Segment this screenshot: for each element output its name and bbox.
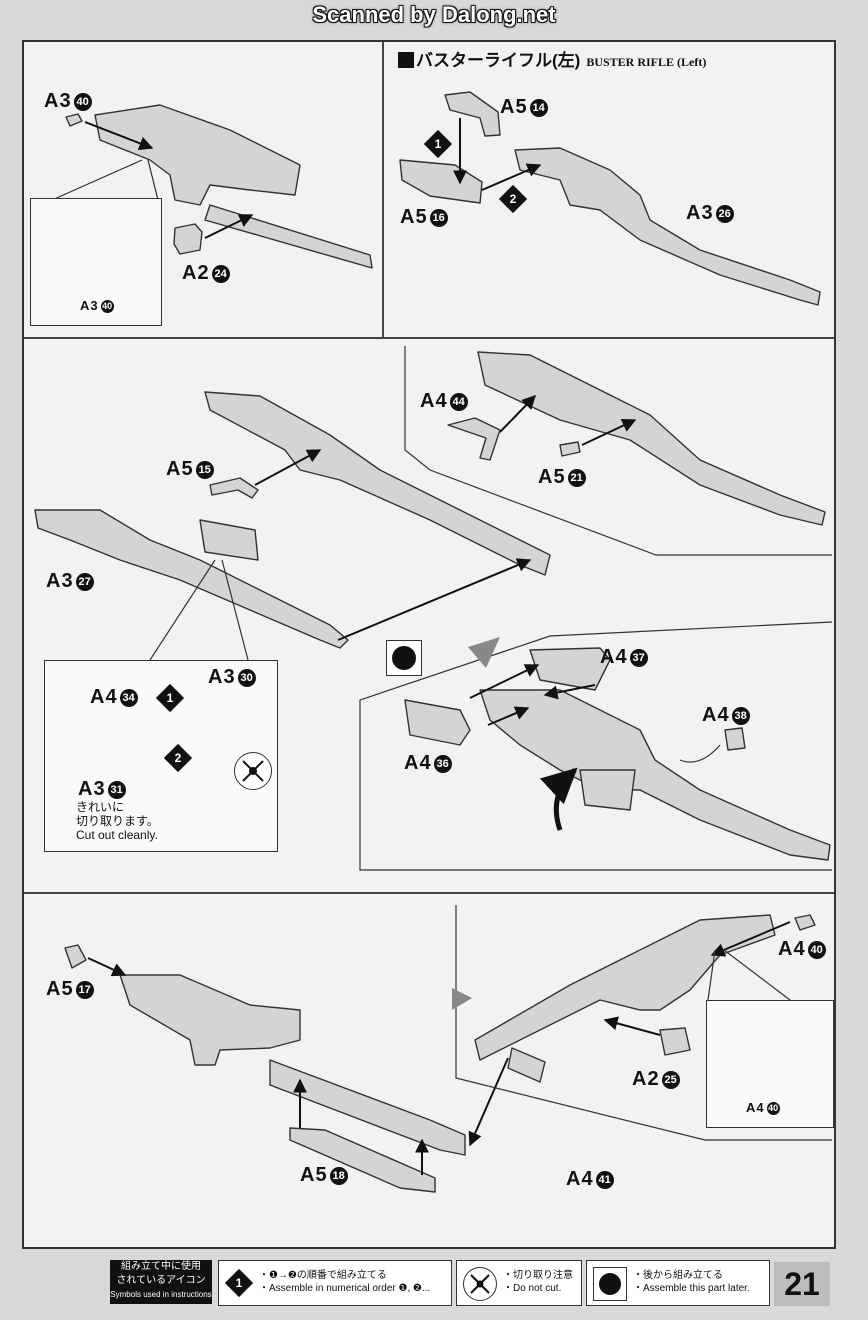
part-a4-40-small xyxy=(794,914,816,931)
legend-assemble-later-icon xyxy=(593,1267,627,1301)
part-a5-17 xyxy=(64,944,87,969)
step-1-icon: 1 xyxy=(423,129,453,159)
legend-title: 組み立て中に使用 されているアイコン Symbols used in instr… xyxy=(110,1260,212,1304)
part-a5-21 xyxy=(559,441,581,457)
legend-title-en: Symbols used in instructions xyxy=(110,1290,212,1299)
rifle-barrel-bottom xyxy=(269,1059,466,1156)
legend-cut-jp: ・切り取り注意 xyxy=(503,1270,573,1281)
legend-later-en: ・Assemble this part later. xyxy=(633,1283,750,1294)
divider-row1 xyxy=(24,337,834,339)
part-a2-25 xyxy=(659,1027,691,1056)
rifle-body-upper xyxy=(204,391,551,576)
flow-arrow-right xyxy=(452,988,472,1010)
rotate-arrow xyxy=(540,767,578,831)
legend-title-jp-2: されているアイコン xyxy=(116,1275,206,1286)
title-square-icon xyxy=(398,52,414,68)
rifle-body-bottom-left xyxy=(119,974,301,1066)
cut-note-en: Cut out cleanly. xyxy=(76,828,158,842)
legend-order: 1 ・❶→❷の順番で組み立てる ・Assemble in numerical o… xyxy=(218,1260,452,1306)
cut-note: きれいに 切り取ります。 Cut out cleanly. xyxy=(76,800,159,842)
section-title-en: BUSTER RIFLE (Left) xyxy=(586,55,707,69)
cut-note-jp-2: 切り取ります。 xyxy=(76,814,159,828)
part-a4-38 xyxy=(724,727,746,751)
part-a4-41 xyxy=(507,1047,546,1083)
part-a5-18 xyxy=(289,1127,436,1193)
step-1-icon-inset: 1 xyxy=(155,683,185,713)
rifle-body-right-lower xyxy=(479,689,831,861)
step-2-icon-inset: 2 xyxy=(163,743,193,773)
rifle-body-a3-27 xyxy=(34,509,349,649)
divider-row2 xyxy=(24,892,834,894)
part-a3-40-small xyxy=(65,113,83,127)
section-title-jp: バスターライフル(左) xyxy=(416,51,581,70)
rifle-barrel-1 xyxy=(204,204,373,269)
part-a3-27-block xyxy=(199,519,259,561)
part-a5-14 xyxy=(444,91,501,137)
rifle-body-a3-26 xyxy=(514,147,821,306)
rifle-body-right-upper xyxy=(477,351,826,526)
legend-cut-en: ・Do not cut. xyxy=(503,1283,562,1294)
divider-top xyxy=(382,42,384,338)
rifle-front-part-1 xyxy=(94,104,301,206)
watermark: Scanned by Dalong.net xyxy=(312,2,556,27)
legend-order-en: ・Assemble in numerical order ❶, ❷... xyxy=(259,1283,431,1294)
step-2-icon: 2 xyxy=(498,184,528,214)
legend-title-jp-1: 組み立て中に使用 xyxy=(121,1261,201,1272)
legend-do-not-cut-icon xyxy=(463,1267,497,1301)
section-title: バスターライフル(左) BUSTER RIFLE (Left) xyxy=(398,46,706,71)
assemble-later-icon xyxy=(386,640,422,676)
legend-step-icon: 1 xyxy=(224,1268,254,1298)
part-a5-15 xyxy=(209,477,259,499)
cut-note-jp-1: きれいに xyxy=(76,800,125,814)
legend-later-jp: ・後から組み立てる xyxy=(633,1270,723,1281)
legend-do-not-cut: ・切り取り注意 ・Do not cut. xyxy=(456,1260,582,1306)
legend-assemble-later: ・後から組み立てる ・Assemble this part later. xyxy=(586,1260,770,1306)
part-a2-24 xyxy=(173,223,203,255)
do-not-cut-icon xyxy=(234,752,272,790)
legend-order-jp: ・❶→❷の順番で組み立てる xyxy=(259,1270,387,1281)
part-a5-16 xyxy=(399,159,483,204)
part-a4-44 xyxy=(447,417,501,461)
part-a4-37 xyxy=(529,647,611,691)
page-number: 21 xyxy=(774,1262,830,1306)
part-fold-panel xyxy=(579,769,636,811)
inset-detail-1 xyxy=(30,198,162,326)
flow-arrow-down xyxy=(468,637,500,668)
part-a4-36 xyxy=(404,699,471,746)
